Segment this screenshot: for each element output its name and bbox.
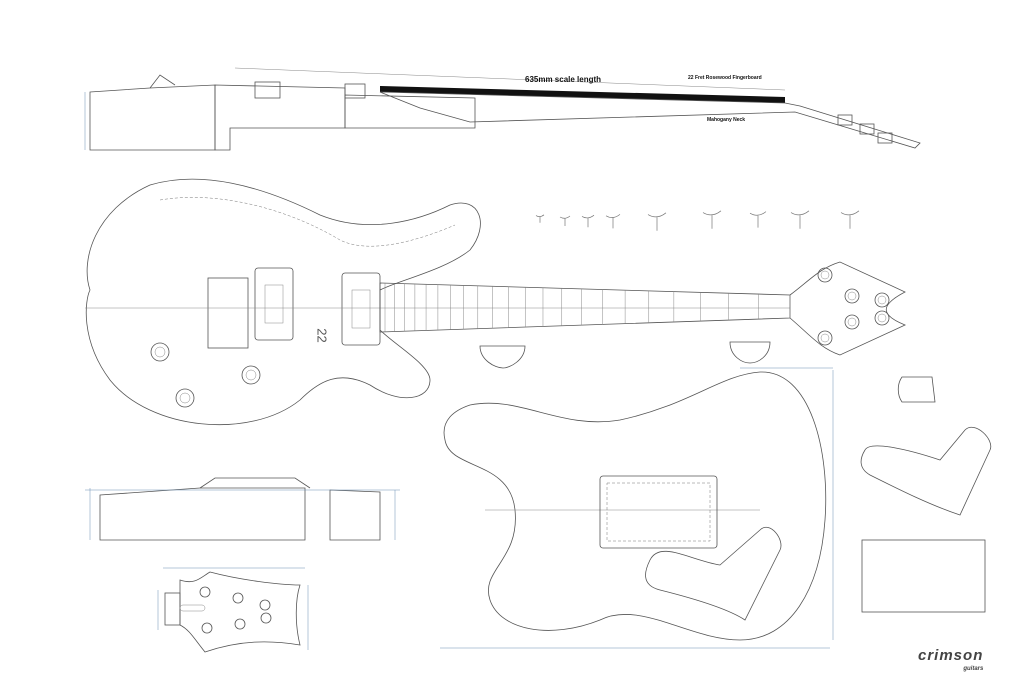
tuner-peg (877, 295, 887, 305)
tuner-peg (847, 317, 857, 327)
cavity-covers (860, 376, 992, 613)
scale-length-label: 635mm scale length (525, 75, 602, 84)
logo-brand: crimson (918, 647, 984, 664)
tuner-peg (877, 313, 887, 323)
fingerboard-profile (380, 86, 785, 103)
bird-inlay (840, 210, 860, 229)
body-top-view (85, 178, 907, 426)
headstock (789, 261, 907, 356)
neck-pickup (341, 272, 381, 346)
bird-inlay (535, 214, 545, 223)
switch-cover (861, 539, 986, 613)
tuner-peg (874, 292, 890, 308)
bird-inlay (559, 215, 571, 226)
crimson-guitars-logo: crimson guitars (918, 648, 983, 673)
control-cover (860, 427, 992, 516)
bird-inlay (647, 212, 667, 231)
tuner-peg (817, 330, 833, 346)
bridge (207, 277, 249, 349)
neck-label: Mahogany Neck (707, 117, 746, 123)
tuner-peg (844, 314, 860, 330)
tuner-peg (820, 333, 830, 343)
bird-inlay (790, 210, 810, 229)
headstock-template (157, 567, 309, 653)
tuner-peg (817, 267, 833, 283)
body-back-template (440, 367, 834, 649)
fret-22-marker: 22 (314, 328, 330, 343)
tuner-peg (847, 291, 857, 301)
fingerboard-label: 22 Fret Rosewood Fingerboard (688, 75, 762, 81)
side-profile-view (84, 67, 921, 151)
truss-rod-cover (897, 376, 936, 403)
tuner-peg (820, 270, 830, 280)
bridge-pickup (254, 267, 294, 341)
bird-inlay (605, 214, 621, 229)
body-side-view (85, 477, 400, 541)
logo-sub: guitars (963, 666, 984, 672)
bird-inlay (749, 211, 767, 228)
tuner-peg (844, 288, 860, 304)
neck-profile (379, 91, 921, 149)
tuner-peg (874, 310, 890, 326)
bird-inlay (581, 214, 595, 228)
bird-inlay (702, 210, 722, 229)
